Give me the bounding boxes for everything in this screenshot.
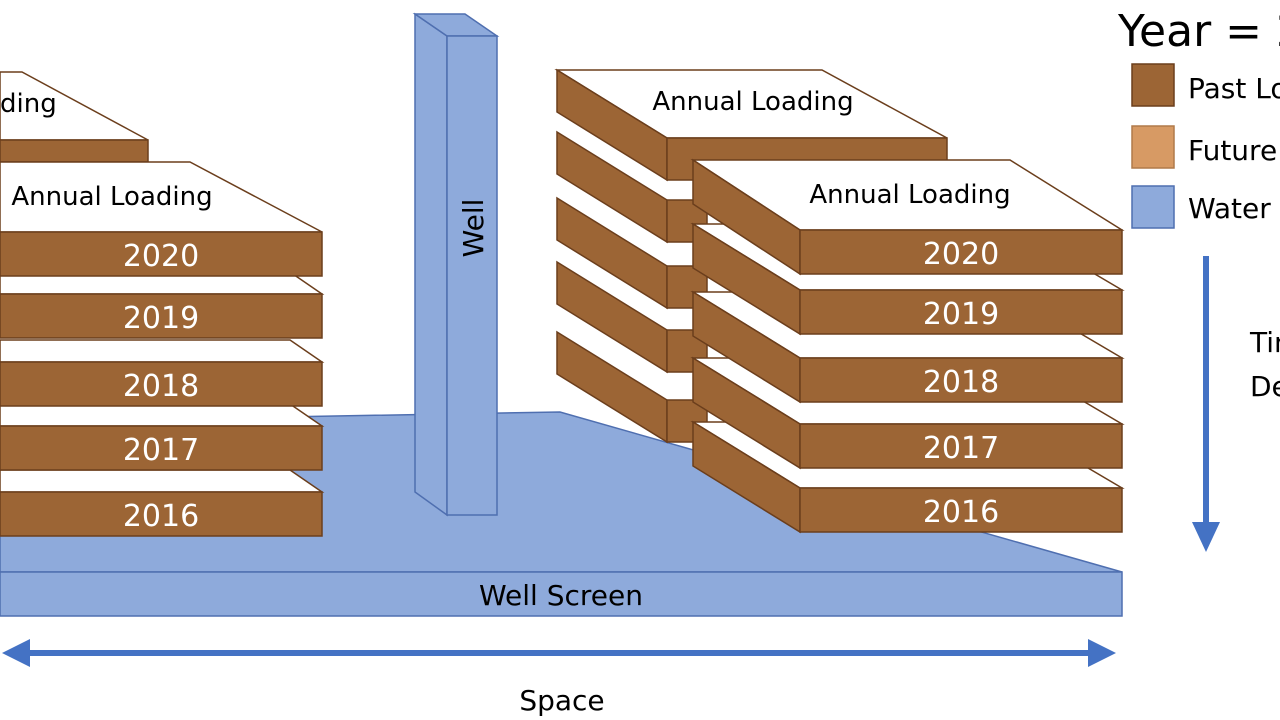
legend-label-water: Water xyxy=(1188,192,1271,225)
well-screen-label: Well Screen xyxy=(479,579,643,612)
time-label-line1: Tin xyxy=(1249,326,1280,359)
year-title: Year = 2 xyxy=(1117,6,1280,57)
year-label-2017-left: 2017 xyxy=(123,433,199,468)
annual-loading-label: Annual Loading xyxy=(652,87,853,117)
year-label-2019-right: 2019 xyxy=(923,297,999,332)
time-arrow xyxy=(1192,256,1220,552)
space-label: Space xyxy=(519,684,604,717)
time-label-line2: De xyxy=(1250,370,1280,403)
space-arrow xyxy=(2,639,1116,667)
legend-label-future: Future xyxy=(1188,134,1277,167)
year-label-2016-right: 2016 xyxy=(923,495,999,530)
right-front-stack: 2016 2017 2018 2019 Annual Loading 2020 xyxy=(690,158,1125,534)
legend-swatch-water xyxy=(1131,185,1175,229)
year-label-2017-right: 2017 xyxy=(923,431,999,466)
legend-swatch-future xyxy=(1131,125,1175,169)
year-label-2020-left: 2020 xyxy=(123,239,199,274)
year-label-2016-left: 2016 xyxy=(123,499,199,534)
legend: Past Lo Future Water xyxy=(1131,63,1280,229)
well-column: Well xyxy=(412,12,500,517)
legend-swatch-past xyxy=(1131,63,1175,107)
annual-loading-label-left: Annual Loading xyxy=(11,182,212,212)
year-label-2020-right: 2020 xyxy=(923,237,999,272)
annual-loading-label-right: Annual Loading xyxy=(809,180,1010,210)
partial-annual-loading-label: ding xyxy=(0,89,57,119)
left-back-stack: ding xyxy=(0,71,149,163)
well-label: Well xyxy=(457,199,490,258)
year-label-2018-right: 2018 xyxy=(923,365,999,400)
year-label-2019-left: 2019 xyxy=(123,301,199,336)
legend-label-past: Past Lo xyxy=(1188,72,1280,105)
left-front-stack: 2016 2017 2018 2019 Annual Loading 2020 xyxy=(0,161,325,537)
year-label-2018-left: 2018 xyxy=(123,369,199,404)
